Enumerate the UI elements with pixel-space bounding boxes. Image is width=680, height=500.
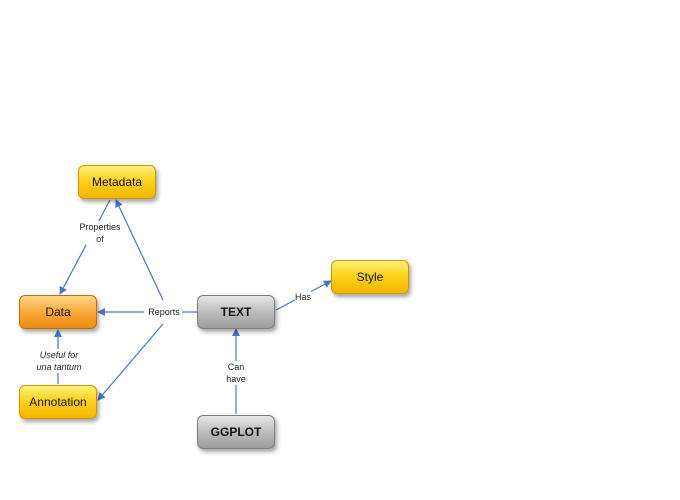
edge-label-can-line1: Can [227,362,245,372]
edge-label-can-line2: have [226,374,246,384]
node-ggplot[interactable]: GGPLOT [197,415,275,449]
edge-reports-to-metadata [115,199,164,301]
edge-label-properties-of: Properties of [79,221,121,245]
node-text[interactable]: TEXT [197,295,275,329]
edge-label-useful-for: Useful for una tantum [36,349,82,373]
node-metadata[interactable]: Metadata [78,165,156,199]
edge-metadata-to-data [59,199,111,295]
node-data[interactable]: Data [19,295,97,329]
edge-label-can-have: Can have [226,361,246,385]
node-style[interactable]: Style [331,260,409,294]
edge-label-reports: Reports [148,306,180,318]
edge-label-properties-line1: Properties [79,222,121,232]
edge-label-has: Has [294,291,312,303]
edge-label-has-text: Has [294,292,312,302]
edge-label-properties-line2: of [96,234,104,244]
edge-label-useful-line2: una tantum [36,362,82,372]
edge-reports-to-annotation [97,323,164,401]
node-annotation[interactable]: Annotation [19,385,97,419]
edge-label-reports-text: Reports [148,307,180,317]
edge-label-useful-line1: Useful for [39,350,79,360]
